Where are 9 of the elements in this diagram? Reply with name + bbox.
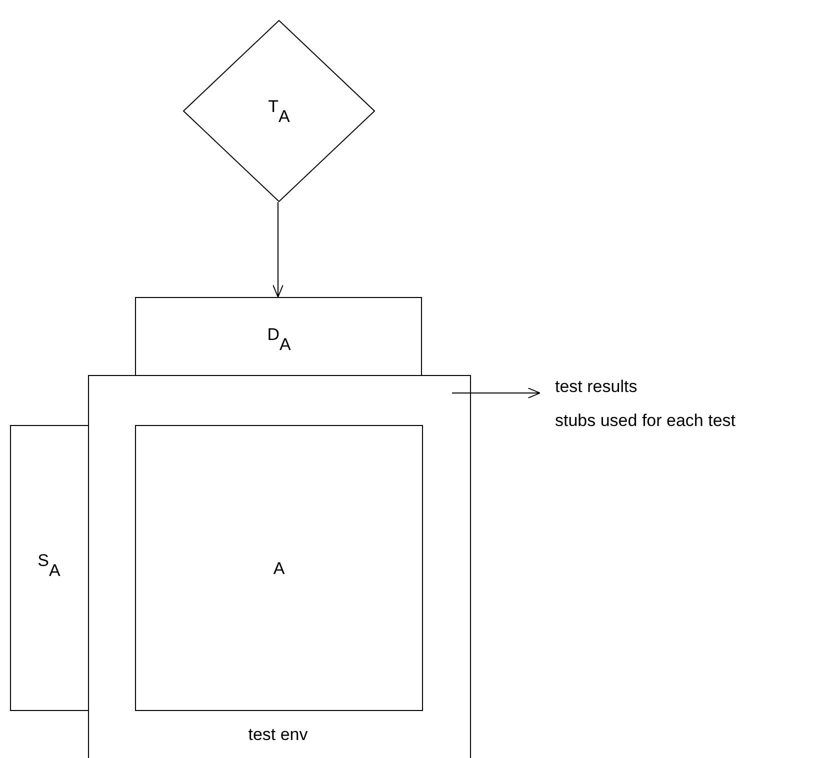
node-label: A xyxy=(273,559,285,579)
process-box xyxy=(10,425,89,711)
arrow xyxy=(272,202,284,298)
note-text: stubs used for each test xyxy=(555,411,736,431)
process-box xyxy=(135,425,423,711)
process-box xyxy=(135,297,422,376)
frame-label: test env xyxy=(248,725,308,745)
arrow xyxy=(452,388,540,398)
output-label: test results xyxy=(555,377,638,397)
